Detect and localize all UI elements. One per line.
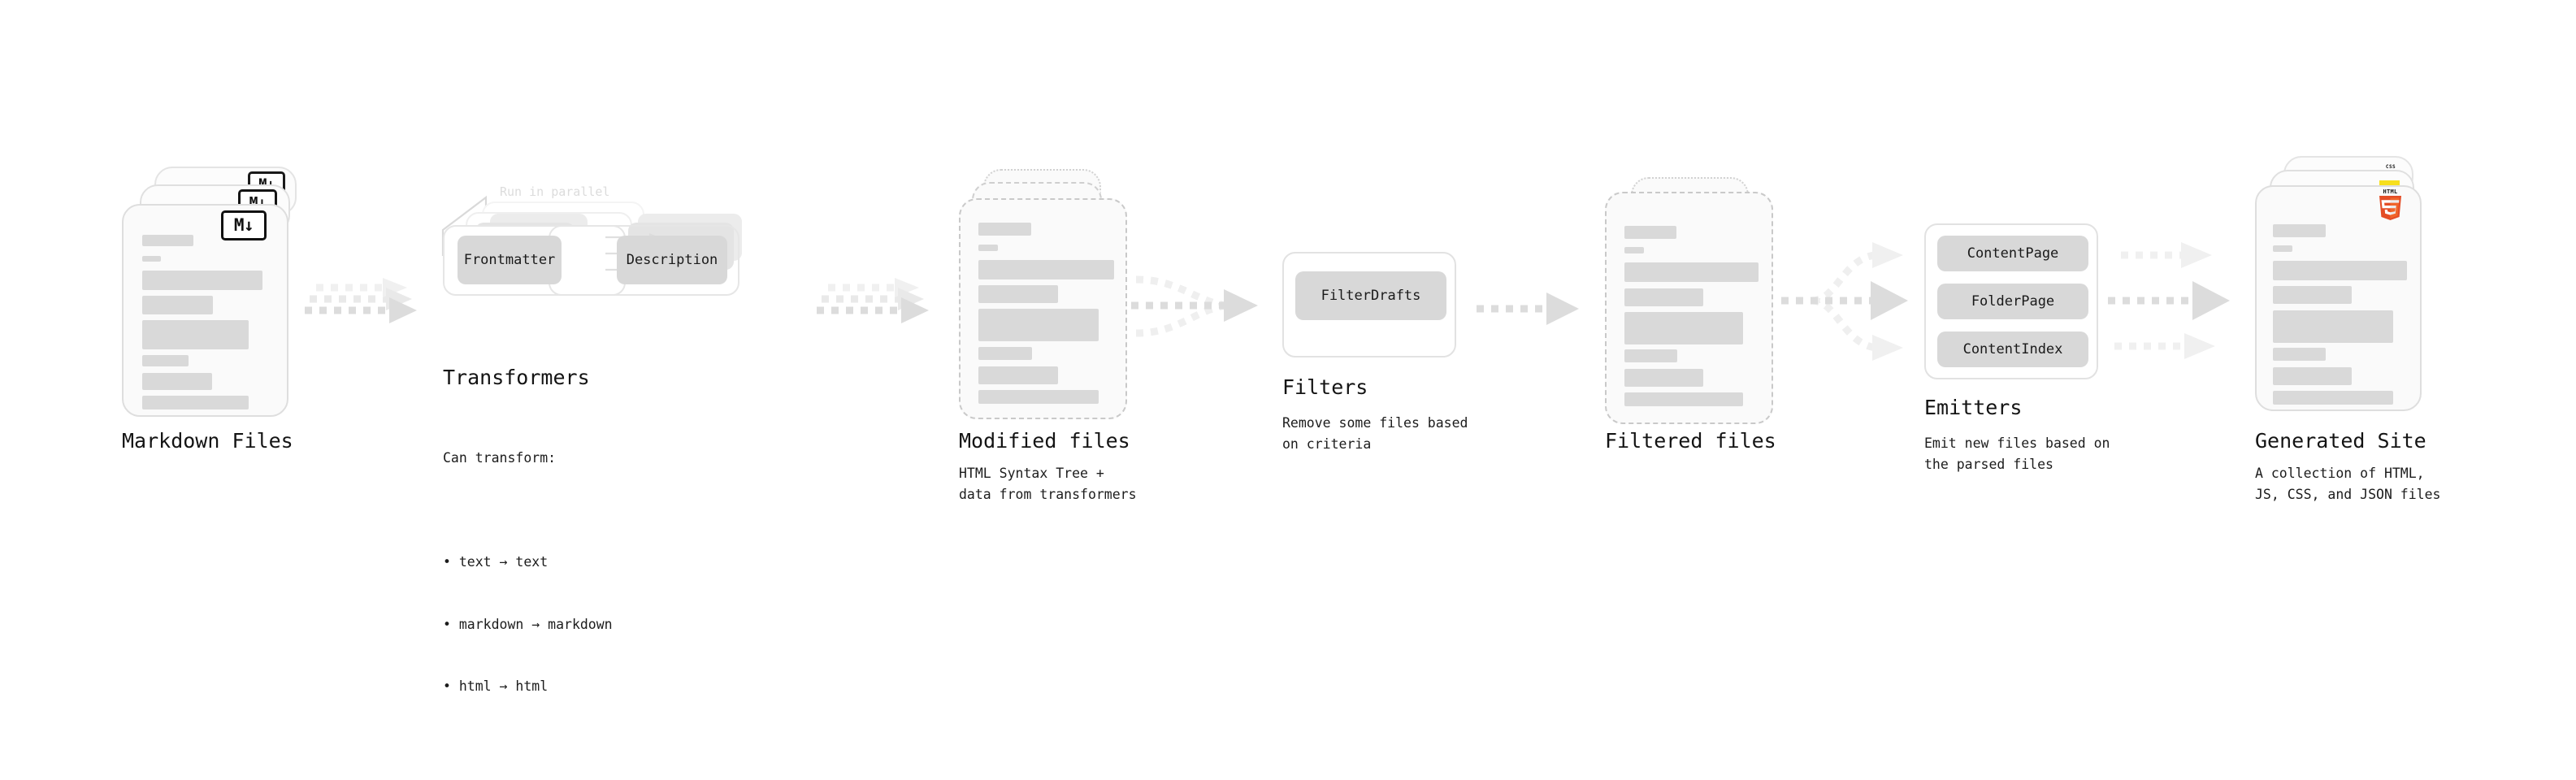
label-filtered-files: Filtered files — [1605, 429, 1776, 453]
filtered-card-stack — [1605, 177, 1780, 445]
caption-emitters: Emit new files based on the parsed files — [1924, 436, 2110, 472]
caption-filters: Remove some files based on criteria — [1282, 415, 1468, 452]
chip-filterdrafts-label: FilterDrafts — [1321, 288, 1421, 304]
label-markdown-files: Markdown Files — [122, 429, 293, 453]
filtered-card-front — [1605, 192, 1773, 424]
chip-contentindex[interactable]: ContentIndex — [1937, 332, 2088, 367]
chip-folderpage[interactable]: FolderPage — [1937, 284, 2088, 319]
stage-generated-site: CSS HTML — [2255, 156, 2430, 432]
label-emitters: Emitters — [1924, 396, 2023, 419]
connector-md-to-transformers — [305, 278, 417, 323]
stage-filtered-files — [1605, 177, 1780, 445]
chip-frontmatter[interactable]: Frontmatter — [458, 236, 562, 284]
label-modified-files: Modified files — [959, 429, 1130, 453]
chip-contentindex-label: ContentIndex — [1962, 341, 2063, 358]
modified-card-stack — [959, 169, 1134, 437]
stage-modified-files — [959, 169, 1134, 437]
connector-modified-to-filters — [1131, 275, 1258, 337]
label-run-in-parallel: Run in parallel — [500, 184, 610, 199]
chip-contentpage-label: ContentPage — [1967, 245, 2059, 262]
html5-badge-label: HTML — [2383, 188, 2398, 195]
label-transformers: Transformers — [443, 366, 590, 389]
label-filters: Filters — [1282, 375, 1368, 399]
caption-generated-site: A collection of HTML, JS, CSS, and JSON … — [2255, 466, 2441, 502]
html5-badge: HTML — [2377, 189, 2404, 222]
modified-card-front — [959, 198, 1127, 419]
stage-markdown-files: M↓ M↓ M↓ — [122, 167, 297, 435]
chip-filterdrafts[interactable]: FilterDrafts — [1295, 271, 1446, 320]
chip-frontmatter-label: Frontmatter — [463, 252, 556, 268]
transformers-capability-item: • text → text — [443, 553, 549, 570]
chip-contentpage[interactable]: ContentPage — [1937, 236, 2088, 271]
transformers-capability-list: • text → text • markdown → markdown • ht… — [443, 510, 613, 739]
caption-transformers: Can transform: • text → text • markdown … — [443, 406, 613, 780]
pipeline-diagram: M↓ M↓ M↓ Markdown Files — [122, 156, 2441, 694]
filters-box: FilterDrafts — [1282, 252, 1456, 358]
caption-transformers-heading: Can transform: — [443, 450, 557, 466]
connector-transformers-to-modified — [817, 278, 929, 323]
markdown-badge: M↓ — [221, 210, 267, 240]
connector-filters-to-filtered — [1477, 292, 1579, 325]
site-card-stack: CSS HTML — [2255, 156, 2430, 432]
connector-emitters-to-site — [2108, 242, 2230, 359]
css-badge-label: CSS — [2385, 164, 2396, 170]
chip-description[interactable]: Description — [617, 236, 727, 284]
markdown-card-stack: M↓ M↓ M↓ — [122, 167, 297, 435]
caption-modified-files: HTML Syntax Tree + data from transformer… — [959, 466, 1137, 502]
markdown-badge-text: M↓ — [233, 215, 254, 235]
html5-shield-icon — [2379, 196, 2401, 220]
emitters-box: ContentPage FolderPage ContentIndex — [1924, 223, 2098, 379]
transformers-capability-item: • html → html — [443, 678, 549, 695]
site-card-front — [2255, 185, 2422, 411]
chip-folderpage-label: FolderPage — [1971, 293, 2055, 310]
connector-filtered-to-emitters — [1781, 242, 1908, 361]
transformers-capability-item: • markdown → markdown — [443, 616, 613, 632]
chip-description-label: Description — [626, 252, 718, 268]
label-generated-site: Generated Site — [2255, 429, 2426, 453]
